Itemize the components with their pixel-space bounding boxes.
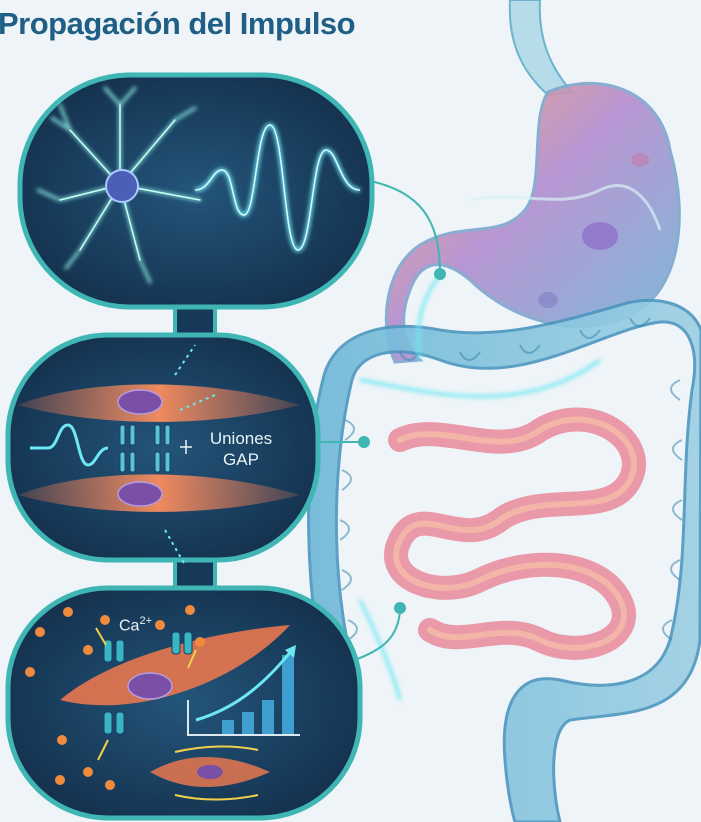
stomach-cell xyxy=(538,292,558,308)
cell-nucleus xyxy=(118,482,162,506)
cell-nucleus xyxy=(118,390,162,414)
esophagus xyxy=(510,0,572,95)
stomach-cell xyxy=(582,222,618,250)
ion-symbol: Ca xyxy=(119,617,139,634)
page-title: Propagación del Impulso xyxy=(0,6,355,42)
neuron-nucleus xyxy=(106,170,138,202)
ion-charge: 2+ xyxy=(139,615,152,627)
stomach-cell xyxy=(631,153,649,167)
digestive-tract xyxy=(309,0,701,822)
cell-nucleus xyxy=(197,765,223,779)
calcium-ion-label: Ca2+ xyxy=(119,611,152,636)
gap-label-line2: GAP xyxy=(197,449,285,470)
small-intestine xyxy=(396,420,634,648)
gap-label-line1: Uniones xyxy=(197,428,285,449)
neuron-panel xyxy=(20,75,372,307)
panel-chain xyxy=(8,75,372,818)
gap-junction-label: Uniones GAP xyxy=(197,428,285,470)
calcium-panel xyxy=(8,588,360,818)
cell-nucleus xyxy=(128,673,172,699)
